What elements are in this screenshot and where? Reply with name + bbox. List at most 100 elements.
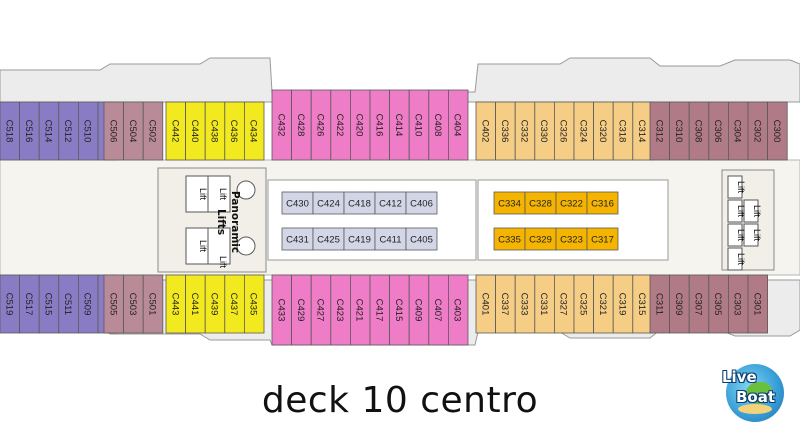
cabin-c401: C401	[475, 274, 497, 334]
cabin-c422: C422	[330, 89, 351, 161]
cabin-c417: C417	[369, 274, 391, 346]
cabin-c327: C327	[554, 274, 575, 334]
cabin-label: C429	[295, 299, 306, 322]
cabin-c407: C407	[428, 274, 449, 346]
cabin-c504: C504	[123, 101, 144, 161]
cabin-label: C416	[373, 114, 384, 137]
cabin-c335: C335	[493, 227, 526, 251]
cabin-label: C425	[317, 235, 340, 246]
cabin-label: C317	[591, 235, 614, 246]
cabin-c416: C416	[369, 89, 391, 161]
cabin-label: C305	[712, 293, 723, 316]
cabin-c506: C506	[103, 101, 125, 161]
cabin-label: C506	[107, 120, 118, 143]
cabin-c412: C412	[374, 191, 407, 215]
cabin-c303: C303	[728, 274, 749, 334]
cabin-label: C505	[107, 293, 118, 316]
cabin-c329: C329	[524, 227, 557, 251]
cabin-label: C327	[558, 293, 569, 316]
lift-label: Lift	[218, 188, 228, 201]
cabin-shape	[586, 227, 619, 251]
cabin-c419: C419	[343, 227, 376, 251]
cabin-label: C302	[751, 120, 762, 143]
liveboat-logo: Live Boat	[718, 360, 796, 434]
cabin-c434: C434	[243, 101, 265, 161]
cabin-label: C422	[334, 114, 345, 137]
cabin-label: C415	[393, 299, 404, 322]
cabin-label: C439	[209, 293, 220, 316]
cabin-label: C333	[519, 293, 530, 316]
cabin-c334: C334	[493, 191, 526, 215]
cabin-label: C443	[169, 293, 180, 316]
logo-word-1: Live	[722, 368, 757, 386]
cabin-shape	[142, 274, 164, 334]
cabin-c408: C408	[428, 89, 449, 161]
cabin-c409: C409	[408, 274, 430, 346]
cabin-c424: C424	[312, 191, 345, 215]
cabin-label: C315	[636, 293, 647, 316]
lift-label: Lift	[752, 205, 762, 218]
cabin-c431: C431	[281, 227, 314, 251]
cabin-label: C310	[673, 120, 684, 143]
lift-label: Lift	[198, 188, 208, 201]
cabin-label: C308	[693, 120, 704, 143]
cabin-label: C314	[636, 120, 647, 143]
aft-lifts-block: Lift Lift Lift Lift Lift Lift	[721, 169, 775, 271]
cabin-c418: C418	[343, 191, 376, 215]
cabin-c411: C411	[374, 227, 407, 251]
cabin-label: C402	[479, 120, 490, 143]
cabin-label: C430	[286, 199, 309, 210]
cabin-label: C326	[558, 120, 569, 143]
cabin-label: C303	[732, 293, 743, 316]
cabin-c300: C300	[767, 101, 788, 161]
deck-title: deck 10 centro	[261, 380, 539, 421]
cabin-shape	[243, 101, 265, 161]
cabin-label: C421	[354, 299, 365, 322]
cabin-label: C337	[499, 293, 510, 316]
deck-plan: C518C516C514C512C510C508C506C504C502C442…	[0, 57, 800, 346]
cabin-label: C329	[529, 235, 552, 246]
cabin-c425: C425	[312, 227, 345, 251]
cabin-label: C424	[317, 199, 340, 210]
cabin-label: C517	[23, 293, 34, 316]
hull-top	[0, 57, 800, 103]
cabin-label: C419	[348, 235, 371, 246]
cabin-label: C514	[43, 120, 54, 143]
cabin-label: C511	[62, 293, 73, 315]
cabin-label: C437	[228, 293, 239, 316]
cabin-label: C428	[295, 114, 306, 137]
cabin-c505: C505	[103, 274, 125, 334]
cabin-c305: C305	[708, 274, 729, 334]
cabin-c315: C315	[632, 274, 653, 334]
cabin-label: C325	[577, 293, 588, 316]
cabin-c318: C318	[612, 101, 634, 161]
cabin-c302: C302	[747, 101, 769, 161]
cabin-c402: C402	[475, 101, 497, 161]
cabin-label: C403	[452, 299, 463, 322]
cabin-c442: C442	[165, 101, 187, 161]
cabin-c503: C503	[123, 274, 144, 334]
cabin-shape	[243, 274, 265, 334]
cabin-label: C319	[617, 293, 628, 316]
cabin-c406: C406	[405, 191, 438, 215]
cabin-c311: C311	[649, 274, 671, 334]
cabin-c421: C421	[349, 274, 371, 346]
cabin-label: C336	[499, 120, 510, 143]
cabin-c301: C301	[747, 274, 769, 334]
cabin-c308: C308	[688, 101, 710, 161]
cabin-c304: C304	[728, 101, 749, 161]
cabin-label: C418	[348, 199, 371, 210]
lift-label: Lift	[736, 229, 746, 242]
cabin-c316: C316	[586, 191, 619, 215]
cabins-top-row: C518C516C514C512C510C508C506C504C502C442…	[0, 89, 788, 161]
cabin-label: C318	[617, 120, 628, 143]
cabin-c512: C512	[58, 101, 79, 161]
cabin-label: C332	[519, 120, 530, 143]
cabin-c405: C405	[405, 227, 438, 251]
cabin-shape	[767, 101, 788, 161]
cabin-c427: C427	[310, 274, 332, 346]
cabin-shape	[142, 101, 164, 161]
cabin-label: C519	[3, 293, 14, 316]
cabin-c333: C333	[514, 274, 536, 334]
cabin-c326: C326	[554, 101, 575, 161]
